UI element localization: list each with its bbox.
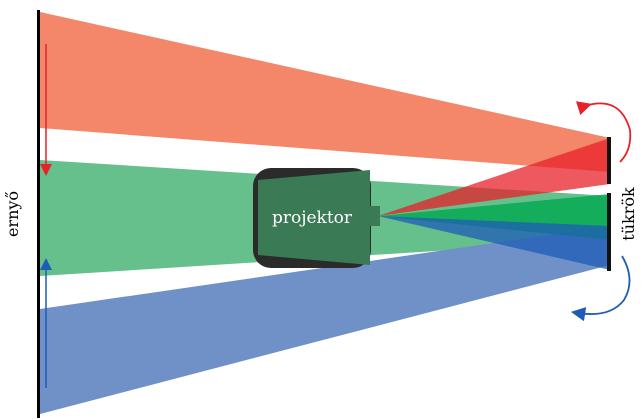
red-beam [40,12,610,172]
blue-projection-fan [378,216,610,270]
red-projection-fan [378,138,610,216]
red-rotation-arrow [575,101,632,163]
projector-label: projektor [272,208,353,228]
blue-mirror [607,225,611,271]
mirrors-label: tükrök [619,187,638,241]
blue-beam [40,226,610,414]
projector-front [258,170,370,265]
screen-label: ernyő [3,191,22,237]
screen-line [37,10,40,418]
projector-lens [368,206,380,226]
red-mirror [607,137,611,184]
green-mirror [607,193,611,240]
projector: projektor [253,168,380,268]
blue-rotation-arrow [570,255,631,322]
